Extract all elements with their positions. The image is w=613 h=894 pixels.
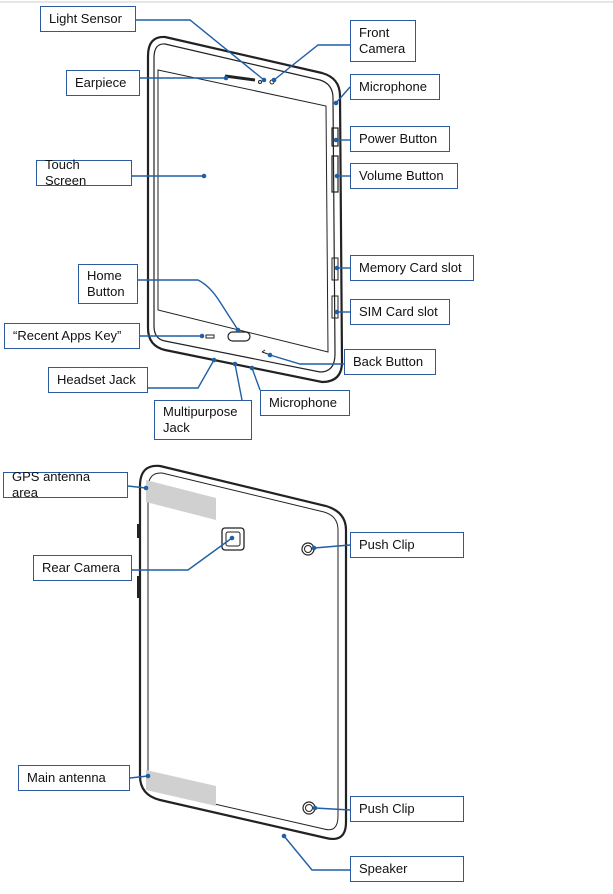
label-earpiece: Earpiece — [66, 70, 140, 96]
label-recent-apps-key: “Recent Apps Key” — [4, 323, 140, 349]
label-push-clip-bottom: Push Clip — [350, 796, 464, 822]
label-power-button: Power Button — [350, 126, 450, 152]
label-touch-screen: Touch Screen — [36, 157, 132, 188]
label-microphone-bottom: Microphone — [260, 390, 350, 416]
label-main-antenna: Main antenna — [18, 765, 130, 791]
label-memory-card-slot: Memory Card slot — [350, 255, 474, 281]
label-home-button: Home Button — [78, 264, 138, 304]
label-speaker: Speaker — [350, 856, 464, 882]
label-gps-antenna-area: GPS antenna area — [3, 469, 128, 500]
front-leader-lines — [132, 19, 351, 401]
label-headset-jack: Headset Jack — [48, 367, 148, 393]
label-push-clip-top: Push Clip — [350, 532, 464, 558]
label-front-camera: Front Camera — [350, 20, 416, 62]
label-sim-card-slot: SIM Card slot — [350, 299, 450, 325]
label-multipurpose-jack: Multipurpose Jack — [154, 400, 252, 440]
label-rear-camera: Rear Camera — [33, 555, 132, 581]
back-leader-lines — [127, 485, 351, 871]
tablet-front — [146, 35, 344, 384]
label-volume-button: Volume Button — [350, 163, 458, 189]
label-microphone-top: Microphone — [350, 74, 440, 100]
label-back-button: Back Button — [344, 349, 436, 375]
label-light-sensor: Light Sensor — [40, 6, 136, 32]
tablet-back — [137, 464, 348, 840]
